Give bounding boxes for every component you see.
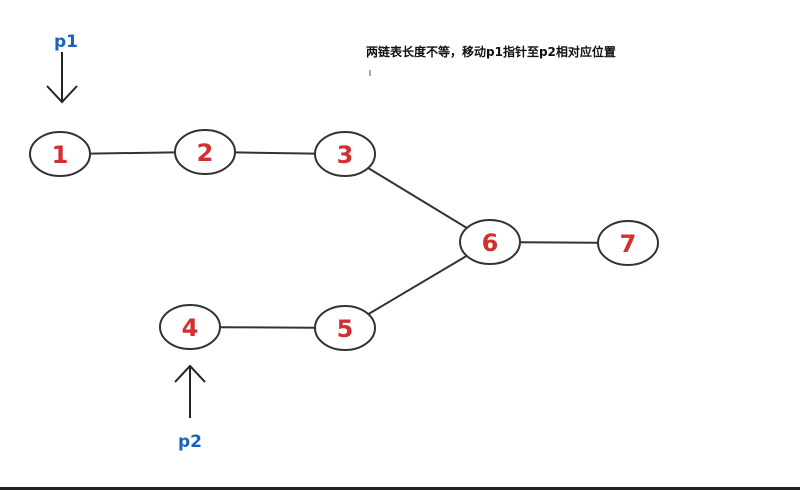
edge-2-3	[234, 151, 316, 155]
note-text: 两链表长度不等，移动p1指针至p2相对应位置	[366, 44, 616, 59]
pointers-layer: p1 p2	[46, 32, 206, 452]
node-label: 4	[182, 314, 199, 342]
node-circle	[314, 131, 376, 177]
arrow-up-icon	[174, 364, 206, 383]
edges-layer	[89, 151, 599, 329]
node-label: 6	[482, 229, 499, 257]
pointer-label: p1	[54, 32, 78, 52]
node-4: 4	[159, 304, 221, 350]
node-circle	[459, 219, 521, 265]
node-label: 7	[620, 230, 637, 258]
node-label: 3	[337, 141, 354, 169]
node-circle	[29, 131, 91, 177]
node-6: 6	[459, 219, 521, 265]
edge-4-5	[219, 326, 316, 329]
nodes-layer: 1 2 3 4 5 6 7	[29, 129, 659, 351]
node-circle	[314, 305, 376, 351]
edge-1-2	[89, 151, 176, 155]
node-label: 1	[52, 141, 69, 169]
node-5: 5	[314, 305, 376, 351]
node-1: 1	[29, 131, 91, 177]
node-circle	[174, 129, 236, 175]
node-3: 3	[314, 131, 376, 177]
pointer-p2: p2	[174, 364, 206, 452]
edge-3-6	[367, 167, 468, 229]
node-2: 2	[174, 129, 236, 175]
pointer-p1: p1	[46, 32, 78, 104]
edge-5-6	[367, 254, 468, 316]
node-7: 7	[597, 220, 659, 266]
arrow-down-icon	[46, 85, 78, 104]
node-label: 2	[197, 139, 214, 167]
edge-6-7	[519, 241, 599, 244]
pointer-label: p2	[178, 432, 202, 452]
node-label: 5	[337, 315, 354, 343]
node-circle	[597, 220, 659, 266]
node-circle	[159, 304, 221, 350]
bottom-border	[0, 487, 800, 490]
note-group: 两链表长度不等，移动p1指针至p2相对应位置	[366, 44, 616, 76]
